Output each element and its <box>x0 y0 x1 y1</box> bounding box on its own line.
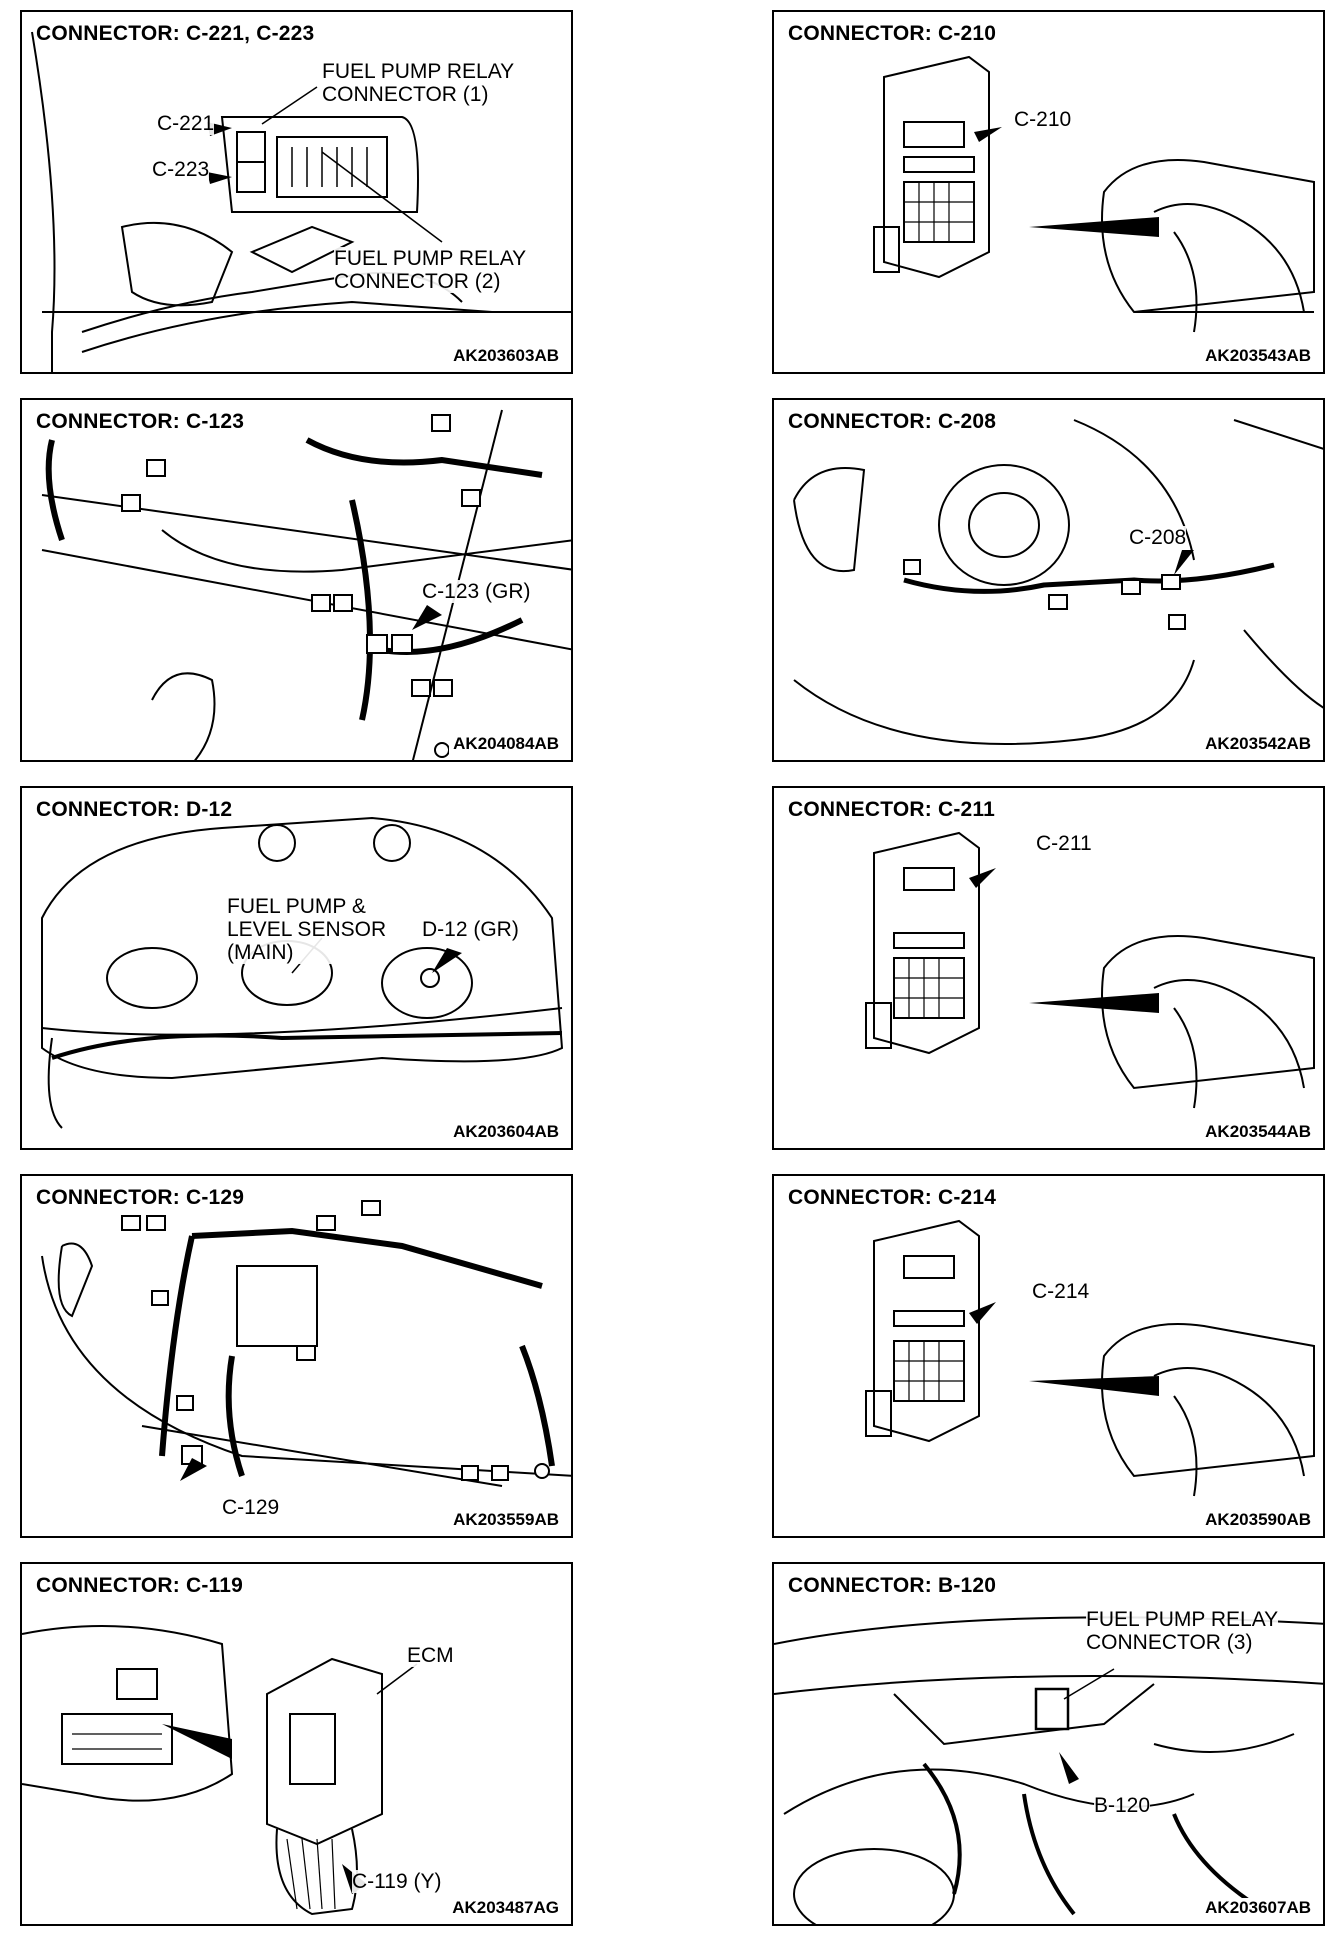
diagram-panel-c123: CONNECTOR: C-123 C-123 (GR) AK204084AB <box>20 398 573 762</box>
ecm-illustration <box>22 1625 418 1916</box>
figure-code: AK203607AB <box>1201 1898 1311 1918</box>
diagram-panel-c210: CONNECTOR: C-210 C-210 AK203543AB <box>772 10 1325 374</box>
panel-title: CONNECTOR: D-12 <box>36 798 237 822</box>
panel-title: CONNECTOR: C-214 <box>788 1186 1001 1210</box>
panel-title: CONNECTOR: C-221, C-223 <box>36 22 319 46</box>
diagram-panel-c129: CONNECTOR: C-129 C-129 AK203559AB <box>20 1174 573 1538</box>
figure-code: AK203603AB <box>449 346 559 366</box>
diagram-panel-b120: CONNECTOR: B-120 FUEL PUMP RELAY CONNECT… <box>772 1562 1325 1926</box>
callout-c119: C-119 (Y) <box>352 1870 442 1893</box>
fuel-tank-illustration <box>41 816 564 1129</box>
diagram-panel-c208: CONNECTOR: C-208 C-208 AK203542AB <box>772 398 1325 762</box>
figure-code: AK203604AB <box>449 1122 559 1142</box>
panel-title: CONNECTOR: C-208 <box>788 410 1001 434</box>
dashboard-fuse-box-illustration <box>31 31 571 372</box>
wiring-harness-illustration <box>41 409 571 760</box>
steering-column-illustration <box>793 419 1323 745</box>
panel-title: CONNECTOR: C-211 <box>788 798 1000 822</box>
junction-block-illustration <box>865 1219 1315 1497</box>
callout-c208: C-208 <box>1129 526 1187 549</box>
figure-code: AK203542AB <box>1201 734 1311 754</box>
callout-ecm: ECM <box>407 1644 454 1667</box>
junction-block-illustration <box>873 55 1315 333</box>
figure-code: AK203559AB <box>449 1510 559 1530</box>
junction-block-illustration <box>865 831 1315 1109</box>
figure-code: AK203487AG <box>448 1898 559 1918</box>
diagram-panel-c119: CONNECTOR: C-119 ECM C-119 (Y) AK203487A… <box>20 1562 573 1926</box>
figure-code: AK203543AB <box>1201 346 1311 366</box>
callout-fuel-pump-relay-connector-3: FUEL PUMP RELAY CONNECTOR (3) <box>1086 1608 1279 1654</box>
figure-code: AK203590AB <box>1201 1510 1311 1530</box>
callout-b120: B-120 <box>1094 1794 1151 1817</box>
callout-d12: D-12 (GR) <box>422 918 519 941</box>
callout-c214: C-214 <box>1032 1280 1090 1303</box>
callout-c129: C-129 <box>222 1496 280 1519</box>
diagram-panel-c214: CONNECTOR: C-214 C-214 AK203590AB <box>772 1174 1325 1538</box>
panel-title: CONNECTOR: C-123 <box>36 410 249 434</box>
figure-code: AK203544AB <box>1201 1122 1311 1142</box>
diagram-panel-d12: CONNECTOR: D-12 FUEL PUMP & LEVEL SENSOR… <box>20 786 573 1150</box>
callout-c123: C-123 (GR) <box>422 580 531 603</box>
callout-c223: C-223 <box>152 158 210 181</box>
diagram-panel-c211: CONNECTOR: C-211 C-211 AK203544AB <box>772 786 1325 1150</box>
callout-fuel-pump-relay-connector-2: FUEL PUMP RELAY CONNECTOR (2) <box>334 247 527 293</box>
callout-fuel-pump-level-sensor-main: FUEL PUMP & LEVEL SENSOR (MAIN) <box>227 895 387 964</box>
panel-title: CONNECTOR: C-210 <box>788 22 1001 46</box>
callout-c211: C-211 <box>1036 832 1092 855</box>
figure-code: AK204084AB <box>449 734 559 754</box>
diagram-panel-c221-c223: CONNECTOR: C-221, C-223 FUEL PUMP RELAY … <box>20 10 573 374</box>
callout-fuel-pump-relay-connector-1: FUEL PUMP RELAY CONNECTOR (1) <box>322 60 515 106</box>
callout-c221: C-221 <box>157 112 215 135</box>
callout-c210: C-210 <box>1014 108 1072 131</box>
panel-title: CONNECTOR: C-129 <box>36 1186 249 1210</box>
panel-title: CONNECTOR: C-119 <box>36 1574 248 1598</box>
instrument-panel-harness-illustration <box>41 1200 571 1487</box>
panel-title: CONNECTOR: B-120 <box>788 1574 1001 1598</box>
